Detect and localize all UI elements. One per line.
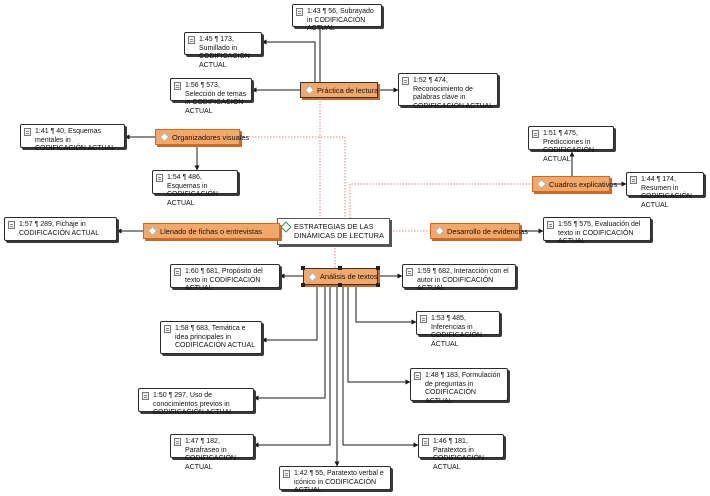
quote-formulacion[interactable]: 1:48 ¶ 183, Formulación de preguntas in … <box>410 368 508 405</box>
quote-reconocimiento[interactable]: 1:52 ¶ 474, Reconocimiento de palabras c… <box>398 73 498 110</box>
document-icon <box>174 438 181 446</box>
category-label: Organizadores visuales <box>172 132 250 142</box>
diamond-icon <box>159 132 170 142</box>
quote-label: 1:45 ¶ 173, Sumillado in CODIFICACIÓN AC… <box>199 36 250 69</box>
category-label: Cuadros explicativos <box>549 179 618 189</box>
document-icon <box>24 128 31 136</box>
quote-label: 1:48 ¶ 183, Formulación de preguntas in … <box>425 372 501 405</box>
quote-label: 1:41 ¶ 40, Esquemas mentales in CODIFICA… <box>35 128 116 153</box>
document-icon <box>402 77 409 85</box>
quote-subrayado[interactable]: 1:43 ¶ 56, Subrayado in CODIFICACIÓN ACT… <box>292 4 382 32</box>
quote-label: 1:58 ¶ 683, Temática e idea principales … <box>175 325 256 350</box>
category-organizadores-visuales[interactable]: Organizadores visuales <box>155 129 249 145</box>
quote-label: 1:57 ¶ 289, Fichaje in CODIFICACIÓN ACTU… <box>19 221 100 237</box>
quote-label: 1:50 ¶ 297, Uso de conocimientos previos… <box>153 392 234 417</box>
quote-tematica[interactable]: 1:58 ¶ 683, Temática e idea principales … <box>160 321 262 354</box>
category-practica-lectura[interactable]: Práctica de lectura <box>300 82 378 98</box>
document-icon <box>414 372 421 380</box>
selection-handle[interactable] <box>376 266 380 270</box>
document-icon <box>164 325 171 333</box>
quote-esquemas-mentales[interactable]: 1:41 ¶ 40, Esquemas mentales in CODIFICA… <box>20 124 125 152</box>
quote-seleccion-temas[interactable]: 1:56 ¶ 573, Selección de temas in CODIFI… <box>170 78 252 115</box>
category-llenado-fichas[interactable]: Llenado de fichas o entrevistas <box>143 223 280 239</box>
document-icon <box>188 36 195 44</box>
quote-label: 1:51 ¶ 475, Predicciones in CODIFICACIÓN… <box>543 130 594 163</box>
diamond-icon <box>304 85 315 95</box>
document-icon <box>142 392 149 400</box>
document-icon <box>174 268 181 276</box>
quote-inferencias[interactable]: 1:53 ¶ 485, Inferencias in CODIFICACIÓN … <box>416 311 500 348</box>
selection-handle[interactable] <box>338 283 342 287</box>
quote-label: 1:59 ¶ 682, Interacción con el autor in … <box>417 268 509 293</box>
document-icon <box>422 438 429 446</box>
quote-proposito[interactable]: 1:60 ¶ 681, Propósito del texto in CODIF… <box>170 264 280 292</box>
quote-sumillado[interactable]: 1:45 ¶ 173, Sumillado in CODIFICACIÓN AC… <box>184 32 262 69</box>
category-desarrollo-evidencias[interactable]: Desarrollo de evidencias <box>430 223 528 239</box>
category-label: Desarrollo de evidencias <box>447 226 528 236</box>
root-label: ESTRATEGIAS DE LAS DINÁMICAS DE LECTURA <box>294 222 384 240</box>
quote-fichaje[interactable]: 1:57 ¶ 289, Fichaje in CODIFICACIÓN ACTU… <box>4 217 117 241</box>
quote-interaccion[interactable]: 1:59 ¶ 682, Interacción con el autor in … <box>402 264 516 292</box>
root-node[interactable]: ESTRATEGIAS DE LAS DINÁMICAS DE LECTURA <box>277 218 390 245</box>
quote-label: 1:54 ¶ 486, Esquemas in CODIFICACIÓN ACT… <box>167 174 218 207</box>
document-icon <box>283 470 290 478</box>
quote-label: 1:52 ¶ 474, Reconocimiento de palabras c… <box>413 77 494 110</box>
document-icon <box>532 130 539 138</box>
document-icon <box>156 174 163 182</box>
selection-handle[interactable] <box>301 266 305 270</box>
category-label: Práctica de lectura <box>317 85 379 95</box>
category-label: Análisis de textos <box>320 272 378 281</box>
quote-label: 1:56 ¶ 573, Selección de temas in CODIFI… <box>185 82 247 115</box>
diamond-icon <box>536 179 547 189</box>
quote-label: 1:43 ¶ 56, Subrayado in CODIFICACIÓN ACT… <box>307 8 374 33</box>
document-icon <box>420 315 427 323</box>
document-icon <box>630 176 637 184</box>
diamond-icon <box>307 271 318 282</box>
quote-label: 1:53 ¶ 485, Inferencias in CODIFICACIÓN … <box>431 315 482 348</box>
quote-label: 1:60 ¶ 681, Propósito del texto in CODIF… <box>185 268 263 293</box>
quote-label: 1:42 ¶ 55, Paratexto verbal e icónico in… <box>294 470 384 495</box>
document-icon <box>8 221 15 229</box>
selection-handle[interactable] <box>301 283 305 287</box>
quote-evaluacion[interactable]: 1:55 ¶ 575, Evaluación del texto in CODI… <box>543 217 651 245</box>
quote-esquemas[interactable]: 1:54 ¶ 486, Esquemas in CODIFICACIÓN ACT… <box>152 170 238 207</box>
selection-handle[interactable] <box>376 283 380 287</box>
document-icon <box>406 268 413 276</box>
quote-label: 1:46 ¶ 181, Paratextos in CODIFICACIÓN A… <box>433 438 484 471</box>
document-icon <box>174 82 181 90</box>
quote-label: 1:55 ¶ 575, Evaluación del texto in CODI… <box>558 221 641 246</box>
diamond-icon <box>434 226 445 236</box>
category-cuadros-explicativos[interactable]: Cuadros explicativos <box>532 176 617 192</box>
quote-predicciones[interactable]: 1:51 ¶ 475, Predicciones in CODIFICACIÓN… <box>528 126 614 163</box>
quote-parafraseo[interactable]: 1:47 ¶ 182, Parafraseo in CODIFICACIÓN A… <box>170 434 254 471</box>
quote-paratexto-verbal[interactable]: 1:42 ¶ 55, Paratexto verbal e icónico in… <box>279 466 391 494</box>
diamond-icon <box>147 226 158 236</box>
selection-handle[interactable] <box>338 266 342 270</box>
quote-label: 1:44 ¶ 174, Resumen in CODIFICACIÓN ACTU… <box>641 176 692 209</box>
quote-conocimientos[interactable]: 1:50 ¶ 297, Uso de conocimientos previos… <box>138 388 254 416</box>
quote-paratextos[interactable]: 1:46 ¶ 181, Paratextos in CODIFICACIÓN A… <box>418 434 504 471</box>
code-icon <box>280 221 292 233</box>
quote-resumen[interactable]: 1:44 ¶ 174, Resumen in CODIFICACIÓN ACTU… <box>626 172 704 209</box>
category-label: Llenado de fichas o entrevistas <box>160 226 262 236</box>
document-icon <box>296 8 303 16</box>
quote-label: 1:47 ¶ 182, Parafraseo in CODIFICACIÓN A… <box>185 438 236 471</box>
document-icon <box>547 221 554 229</box>
